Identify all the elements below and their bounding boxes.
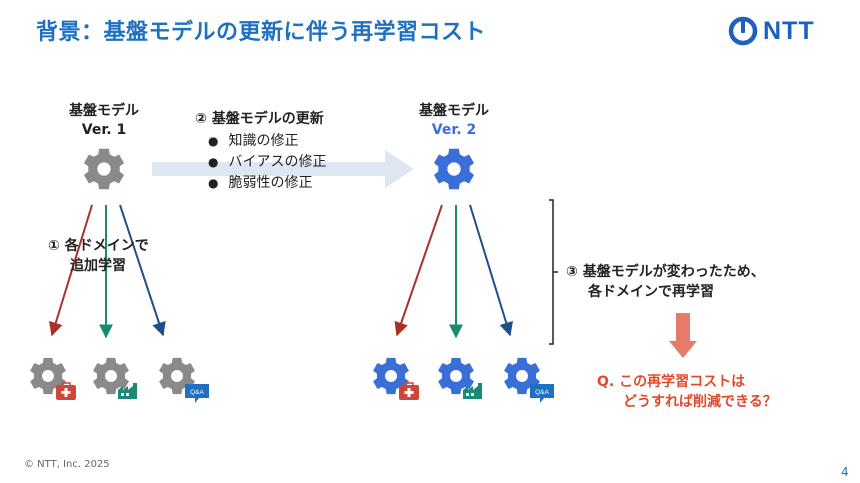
qa-badge-text: Q&A (190, 389, 204, 396)
domain-qa-v2: Q&A (504, 357, 554, 403)
question-line1: Q. この再学習コストは (597, 374, 746, 390)
base-model-v2-gear-icon (433, 148, 475, 190)
domain-industry-v1 (93, 357, 137, 399)
step3-line1: ③ 基盤モデルが変わったため、 (566, 264, 765, 280)
arrow-to-qa-v1 (119, 204, 166, 337)
base-model-v1-name: 基盤モデル (69, 103, 139, 119)
base-model-v1-gear-icon (83, 148, 125, 190)
factory-icon (463, 383, 482, 399)
base-model-v2-version: Ver. 2 (431, 122, 477, 138)
domain-medical-v1 (30, 357, 76, 400)
domain-industry-v2 (438, 357, 482, 399)
update-bullet-list: 知識の修正 バイアスの修正 脆弱性の修正 (208, 131, 326, 194)
page-number: 4 (841, 465, 849, 479)
qa-bubble-icon: Q&A (530, 384, 554, 403)
question-text: Q. この再学習コストは どうすれば削減できる？ (597, 372, 777, 412)
arrow-to-medical-v2 (394, 204, 443, 337)
ntt-logo-text: NTT (763, 16, 815, 45)
ntt-logo: NTT (728, 14, 815, 48)
ntt-logo-mark-icon (728, 16, 758, 46)
base-model-v1-version: Ver. 1 (81, 122, 127, 138)
step1-line2: 追加学習 (70, 258, 126, 274)
first-aid-kit-icon (399, 382, 419, 400)
base-model-v1-label: 基盤モデル Ver. 1 (64, 102, 144, 140)
base-model-v2-label: 基盤モデル Ver. 2 (414, 102, 494, 140)
update-bullet: 知識の修正 (208, 131, 326, 152)
qa-badge-text: Q&A (535, 389, 549, 396)
update-bullet: バイアスの修正 (208, 152, 326, 173)
domain-medical-v2 (373, 357, 419, 400)
question-line2: どうすれば削減できる？ (623, 394, 777, 410)
first-aid-kit-icon (56, 382, 76, 400)
update-bullet: 脆弱性の修正 (208, 173, 326, 194)
gear-icon (93, 357, 129, 395)
retrain-bracket (549, 199, 554, 345)
domain-qa-v1: Q&A (159, 357, 209, 403)
step3-line2: 各ドメインで再学習 (588, 284, 714, 300)
arrow-to-medical-v1 (49, 204, 93, 337)
step1-note: ① 各ドメインで 追加学習 (48, 236, 149, 276)
page-title: 背景：基盤モデルの更新に伴う再学習コスト (36, 20, 487, 45)
step1-line1: ① 各ドメインで (48, 238, 149, 254)
copyright: © NTT, Inc. 2025 (24, 459, 110, 470)
factory-icon (118, 383, 137, 399)
update-title: ② 基盤モデルの更新 (195, 111, 324, 127)
step3-note: ③ 基盤モデルが変わったため、 各ドメインで再学習 (566, 262, 765, 302)
base-model-v2-name: 基盤モデル (419, 103, 489, 119)
question-down-arrow (669, 313, 697, 358)
qa-bubble-icon: Q&A (185, 384, 209, 403)
gear-icon (438, 357, 474, 395)
arrow-to-qa-v2 (469, 204, 513, 337)
